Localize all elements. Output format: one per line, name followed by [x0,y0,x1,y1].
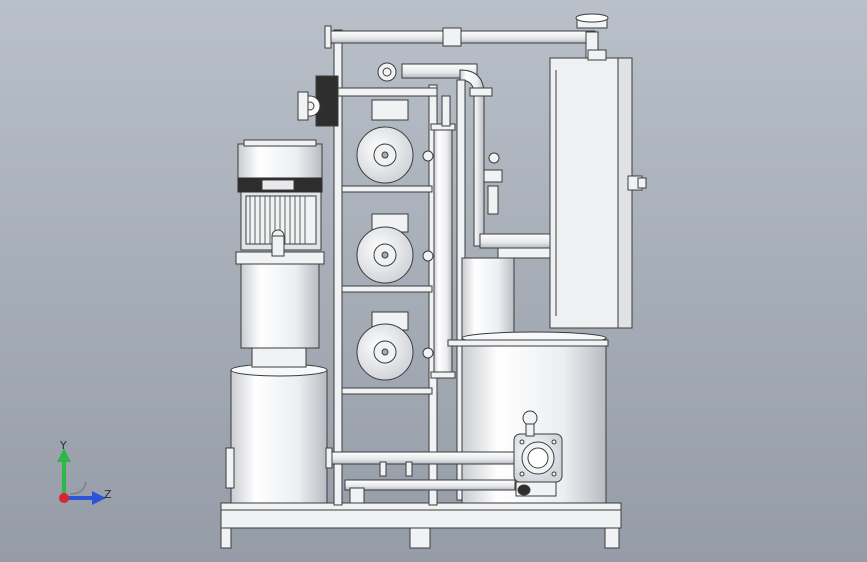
motor-pump-left [225,139,328,504]
z-axis-label: Z [104,488,112,501]
cooler-units [356,99,434,381]
y-axis-label: Y [60,439,67,452]
rotation-arc [69,481,87,495]
top-gear-motor [297,62,397,127]
base-skid [220,502,622,549]
triad-arrows [57,448,106,505]
bottom-piping [325,339,609,504]
control-cabinet [549,49,647,329]
x-axis-dot [59,493,69,503]
gear-pump [513,410,563,497]
coordinate-triad: Y Z [40,436,130,516]
z-axis-arrowhead [92,491,106,505]
y-axis-arrowhead [57,448,71,462]
